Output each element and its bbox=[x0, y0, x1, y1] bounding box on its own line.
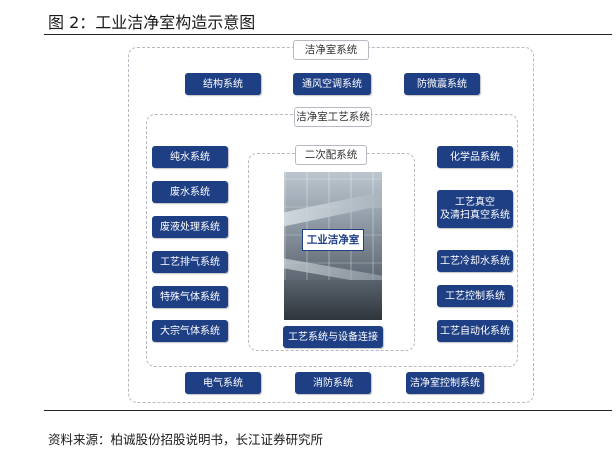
source-note: 资料来源：柏诚股份招股说明书，长江证券研究所 bbox=[48, 432, 324, 447]
process-control-system: 工艺控制系统 bbox=[437, 285, 513, 307]
title-rule bbox=[44, 34, 612, 35]
equipment-connection-system: 工艺系统与设备连接 bbox=[283, 326, 383, 348]
figure-title: 图 2：工业洁净室构造示意图 bbox=[48, 13, 256, 32]
photo-beam bbox=[284, 191, 382, 227]
photo-floor bbox=[284, 280, 382, 320]
process-system-label: 洁净室工艺系统 bbox=[294, 107, 372, 127]
wastewater-system: 废水系统 bbox=[152, 181, 228, 203]
hvac-system: 通风空调系统 bbox=[293, 73, 371, 95]
waste-liquid-system: 废液处理系统 bbox=[152, 216, 228, 238]
pure-water-system: 纯水系统 bbox=[152, 146, 228, 168]
cooling-water-system: 工艺冷却水系统 bbox=[437, 250, 513, 272]
special-gas-system: 特殊气体系统 bbox=[152, 286, 228, 308]
vacuum-system: 工艺真空 及清扫真空系统 bbox=[437, 190, 513, 228]
chemical-system: 化学品系统 bbox=[437, 146, 513, 168]
bulk-gas-system: 大宗气体系统 bbox=[152, 320, 228, 342]
cleanroom-control-system: 洁净室控制系统 bbox=[406, 372, 484, 394]
structure-system: 结构系统 bbox=[185, 73, 261, 95]
fire-protection-system: 消防系统 bbox=[295, 372, 371, 394]
anti-vibration-system: 防微震系统 bbox=[404, 73, 480, 95]
cleanroom-system-label: 洁净室系统 bbox=[293, 40, 369, 60]
process-automation-system: 工艺自动化系统 bbox=[437, 320, 513, 342]
secondary-system-label: 二次配系统 bbox=[295, 145, 367, 165]
process-exhaust-system: 工艺排气系统 bbox=[152, 251, 228, 273]
source-rule bbox=[44, 410, 612, 411]
electrical-system: 电气系统 bbox=[185, 372, 261, 394]
industrial-cleanroom-label: 工业洁净室 bbox=[302, 229, 364, 251]
